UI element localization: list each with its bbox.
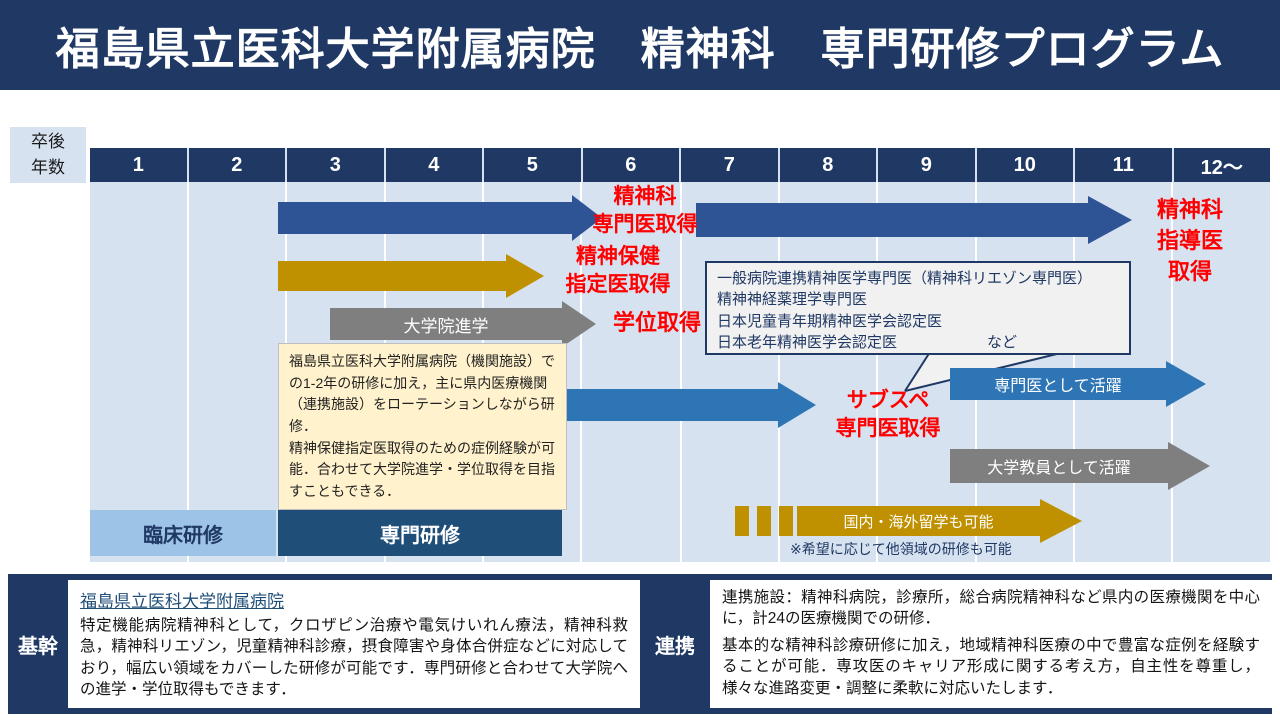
- arrow-senmoni-katsuyaku-head: [1166, 361, 1206, 407]
- year-cell-6: 6: [582, 148, 679, 182]
- grid-line: [876, 182, 878, 562]
- subspecialty-bubble: 一般病院連携精神医学専門医（精神科リエゾン専門医） 精神神経薬理学専門医 日本児…: [705, 261, 1131, 355]
- year-cell-3: 3: [287, 148, 384, 182]
- kikan-body: 特定機能病院精神科として，クロザピン治療や電気けいれん療法，精神科救急，精神科リ…: [80, 617, 628, 699]
- label-senmoni: 精神科 専門医取得: [592, 185, 698, 236]
- label-shiteii: 精神保健 指定医取得: [565, 245, 671, 296]
- arrow-daigakuin-head: [562, 301, 596, 347]
- renkei-body-2: 基本的な精神科診療研修に加え，地域精神科医療の中で豊富な症例を経験することが可能…: [722, 636, 1260, 697]
- arrow-ryugaku-label: 国内・海外留学も可能: [843, 513, 994, 531]
- arrow-kyoin-katsuyaku-body: 大学教員として活躍: [950, 449, 1168, 483]
- arrow-shidoi-body: [696, 203, 1088, 237]
- arrow-ryugaku-dash: [779, 506, 793, 536]
- arrow-ryugaku-body: 国内・海外留学も可能: [797, 506, 1040, 536]
- kikan-hospital-title: 福島県立医科大学附属病院: [80, 592, 284, 611]
- grid-line: [580, 182, 582, 562]
- phase-rinsho: 臨床研修: [90, 510, 276, 556]
- bubble-line: 日本児童青年期精神医学会認定医: [717, 312, 943, 330]
- arrow-subspe-body: [566, 389, 778, 421]
- label-gakui: 学位取得: [612, 310, 701, 335]
- ryugaku-note: ※希望に応じて他領域の研修も可能: [790, 541, 1012, 557]
- bubble-line: 一般病院連携精神医学専門医（精神科リエゾン専門医）: [717, 270, 1093, 287]
- arrow-subspe-head: [778, 382, 816, 428]
- arrow-kyoin-katsuyaku-label: 大学教員として活躍: [987, 460, 1131, 477]
- year-cell-10: 10: [976, 148, 1073, 182]
- arrow-ryugaku-dash: [757, 506, 771, 536]
- year-cell-11: 11: [1075, 148, 1172, 182]
- axis-years-label: 卒後 年数: [10, 127, 86, 183]
- arrow-shiteii-head: [506, 254, 544, 298]
- arrow-daigakuin-body: 大学院進学: [330, 308, 562, 340]
- arrow-senmoni-katsuyaku-body: 専門医として活躍: [950, 368, 1166, 400]
- bubble-line: 精神神経薬理学専門医: [717, 291, 868, 309]
- kikan-box: 福島県立医科大学附属病院 特定機能病院精神科として，クロザピン治療や電気けいれん…: [68, 580, 640, 708]
- year-cell-4: 4: [385, 148, 482, 182]
- arrow-ryugaku-head: [1040, 499, 1082, 543]
- label-shidoi: 精神科 指導医 取得: [1156, 197, 1223, 284]
- arrow-ryugaku-dash: [735, 506, 749, 536]
- year-cell-9: 9: [878, 148, 975, 182]
- arrow-senmoni-body: [278, 202, 572, 234]
- renkei-body-1: 連携施設：精神科病院，診療所，総合病院精神科など県内の医療機関を中心に，計24の…: [722, 589, 1260, 628]
- arrow-senmoni-head: [572, 195, 602, 241]
- year-cell-12: 12～: [1173, 148, 1270, 182]
- training-note-box: 福島県立医科大学附属病院（機関施設）での1-2年の研修に加え，主に県内医療機関（…: [278, 343, 567, 510]
- bubble-line: 日本老年精神医学会認定医 など: [717, 333, 1018, 351]
- kikan-label: 基幹: [18, 635, 58, 658]
- arrow-senmoni-katsuyaku-label: 専門医として活躍: [994, 378, 1122, 395]
- year-cell-5: 5: [484, 148, 581, 182]
- year-cell-8: 8: [779, 148, 876, 182]
- title-band: 福島県立医科大学附属病院 精神科 専門研修プログラム: [0, 0, 1280, 90]
- grid-line: [778, 182, 780, 562]
- label-subspe: サブスペ 専門医取得: [835, 389, 941, 440]
- phase-senmon: 専門研修: [278, 510, 562, 556]
- arrow-shiteii-body: [278, 261, 506, 291]
- arrow-shidoi-head: [1088, 196, 1132, 244]
- arrow-kyoin-katsuyaku-head: [1168, 442, 1210, 490]
- year-cell-2: 2: [188, 148, 285, 182]
- grid-line: [680, 182, 682, 562]
- year-cell-1: 1: [90, 148, 187, 182]
- year-cell-7: 7: [681, 148, 778, 182]
- renkei-label: 連携: [655, 635, 695, 658]
- page-title: 福島県立医科大学附属病院 精神科 専門研修プログラム: [55, 25, 1225, 74]
- renkei-box: 連携施設：精神科病院，診療所，総合病院精神科など県内の医療機関を中心に，計24の…: [710, 580, 1272, 708]
- arrow-daigakuin-label: 大学院進学: [403, 316, 489, 336]
- grid-line: [187, 182, 189, 562]
- year-header-row: 1 2 3 4 5 6 7 8 9 10 11 12～: [90, 148, 1270, 182]
